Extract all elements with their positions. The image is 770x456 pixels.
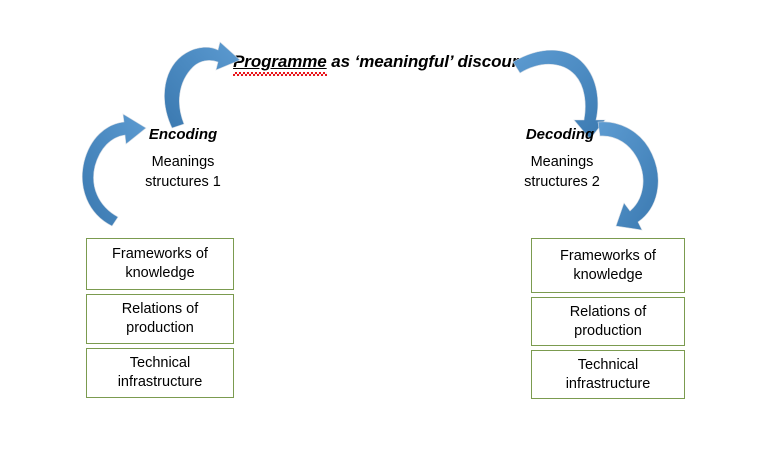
- decoding-box-technical-infrastructure: Technical infrastructure: [531, 350, 685, 399]
- encoding-box-relations-of-production: Relations of production: [86, 294, 234, 344]
- box-text-line2: infrastructure: [565, 375, 651, 392]
- box-text-line1: Frameworks of: [112, 246, 208, 263]
- encoding-subtitle-line2: structures 1: [145, 173, 221, 190]
- encoding-subtitle: Meanings structures 1: [108, 153, 258, 192]
- diagram-title: Programme as ‘meaningful’ discourse: [0, 52, 770, 76]
- box-text-line2: production: [126, 320, 194, 336]
- box-text-line1: Relations of: [569, 303, 647, 320]
- box-text-line2: production: [574, 322, 642, 339]
- box-text-line2: knowledge: [573, 266, 643, 283]
- box-text-line1: Technical: [577, 356, 639, 373]
- decoding-subtitle-line1: Meanings: [530, 154, 594, 170]
- box-text-line1: Technical: [129, 355, 191, 372]
- box-text-line1: Relations of: [121, 301, 199, 318]
- encoding-subtitle-line1: Meanings: [151, 154, 215, 170]
- decoding-heading: Decoding: [525, 126, 595, 143]
- encoding-box-technical-infrastructure: Technical infrastructure: [86, 348, 234, 398]
- encoding-box-frameworks-of-knowledge: Frameworks of knowledge: [86, 238, 234, 290]
- box-text-line2: infrastructure: [117, 374, 203, 390]
- box-text-line2: knowledge: [125, 265, 195, 281]
- box-text-line1: Frameworks of: [560, 247, 656, 264]
- title-misspelled-word: Programme: [233, 52, 327, 76]
- decoding-box-relations-of-production: Relations of production: [531, 297, 685, 346]
- decoding-subtitle-line2: structures 2: [524, 173, 600, 190]
- title-rest: as ‘meaningful’ discourse: [326, 52, 537, 71]
- encoding-heading: Encoding: [148, 126, 218, 143]
- decoding-subtitle: Meanings structures 2: [487, 153, 637, 192]
- decoding-box-frameworks-of-knowledge: Frameworks of knowledge: [531, 238, 685, 293]
